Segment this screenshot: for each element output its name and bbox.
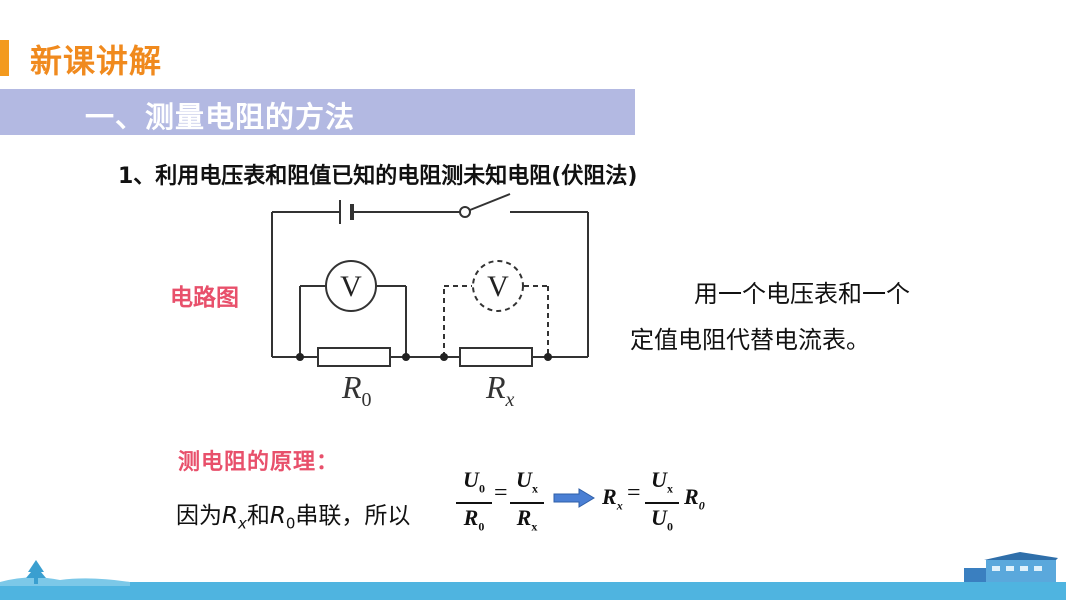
r0-label: R0 [341, 369, 372, 411]
junction-2 [402, 353, 410, 361]
resistor-rx [459, 347, 533, 367]
voltmeter-2-symbol: V [487, 270, 509, 303]
junction-3 [440, 353, 448, 361]
building-icon [964, 552, 1058, 582]
switch-pivot [459, 206, 471, 218]
resistor-r0 [317, 347, 391, 367]
description-line-1: 用一个电压表和一个 [694, 280, 910, 308]
switch-lever [469, 193, 511, 211]
principle-reason: 因为Rx和R0串联，所以 [176, 503, 411, 533]
tree-landscape-icon [0, 560, 130, 586]
junction-4 [544, 353, 552, 361]
implies-arrow-icon [553, 488, 595, 508]
equals-sign-2: = [627, 480, 641, 506]
voltmeter-1-symbol: V [340, 270, 362, 303]
subsection-title: 一、测量电阻的方法 [85, 100, 356, 134]
title-accent-bar [0, 40, 9, 76]
principle-title: 测电阻的原理： [178, 450, 340, 475]
voltmeter-2 [472, 260, 524, 312]
footer-bar [0, 582, 1066, 600]
junction-1 [296, 353, 304, 361]
method-heading: 1、利用电压表和阻值已知的电阻测未知电阻(伏阻法) [118, 164, 638, 189]
fraction-ux-rx: Ux Rx [510, 468, 544, 539]
section-title: 新课讲解 [30, 42, 163, 80]
subsection-band [0, 89, 635, 135]
description-line-2: 定值电阻代替电流表。 [630, 326, 870, 354]
circuit-diagram: V V R0 Rx [271, 193, 589, 411]
circuit-label: 电路图 [170, 285, 239, 311]
fraction-u0-r0: U0 R0 [456, 468, 492, 539]
result-rx: Rx [602, 484, 623, 513]
fraction-ux-u0: Ux U0 [645, 468, 679, 539]
rx-label: Rx [485, 369, 515, 411]
equals-sign-1: = [494, 480, 508, 506]
result-r0: R0 [684, 484, 705, 513]
